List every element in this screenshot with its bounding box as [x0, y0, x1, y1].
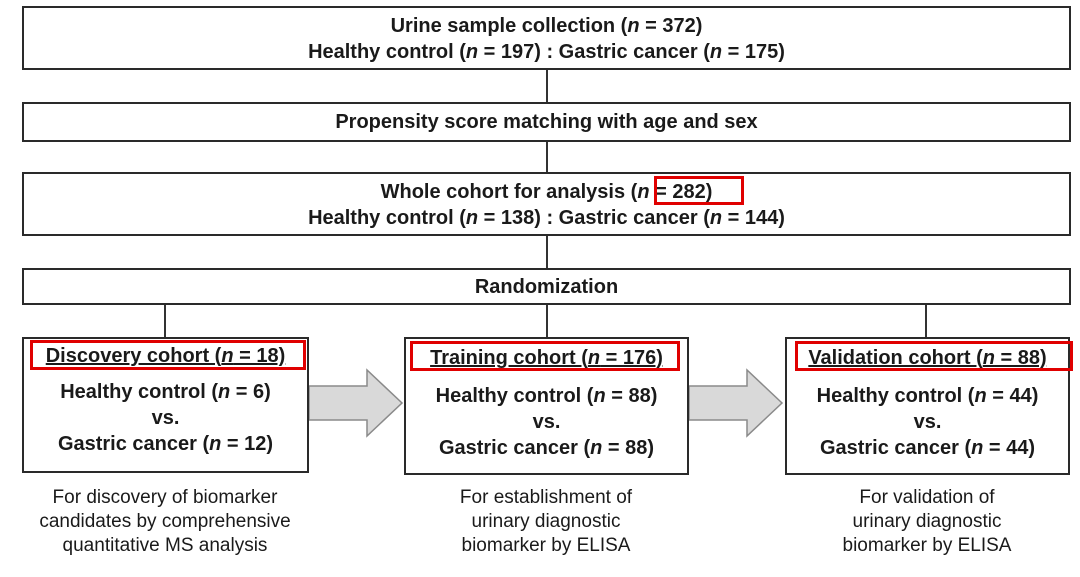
caption-line: For establishment of — [459, 487, 633, 508]
discovery-caption: For discovery of biomarker candidates by… — [2, 486, 328, 558]
validation-cohort-title: Validation cohort (n = 88) — [808, 347, 1047, 369]
randomization-text: Randomization — [474, 276, 619, 298]
caption-line: biomarker by ELISA — [842, 535, 1012, 556]
caption-line: urinary diagnostic — [852, 511, 1002, 532]
discovery-healthy-control: Healthy control (n = 6) — [60, 381, 271, 403]
discovery-cohort-box: Discovery cohort (n = 18) Healthy contro… — [22, 337, 309, 473]
connector-line — [925, 305, 927, 337]
training-cohort-box: Training cohort (n = 176) Healthy contro… — [404, 337, 689, 475]
discovery-gastric-cancer: Gastric cancer (n = 12) — [57, 433, 274, 455]
highlight-frame — [654, 176, 744, 205]
propensity-matching-text: Propensity score matching with age and s… — [335, 111, 758, 133]
training-vs: vs. — [532, 411, 561, 433]
connector-line — [546, 305, 548, 337]
highlight-frame — [795, 341, 1073, 371]
sample-collection-title: Urine sample collection (n = 372) — [390, 15, 703, 37]
caption-line: urinary diagnostic — [471, 511, 621, 532]
flow-arrow — [309, 368, 404, 438]
whole-cohort-box: Whole cohort for analysis (n = 282) Heal… — [22, 172, 1071, 236]
propensity-matching-box: Propensity score matching with age and s… — [22, 102, 1071, 142]
caption-line: For validation of — [859, 487, 995, 508]
training-gastric-cancer: Gastric cancer (n = 88) — [438, 437, 655, 459]
highlight-frame — [410, 341, 680, 371]
connector-line — [546, 142, 548, 172]
sample-collection-groups: Healthy control (n = 197) : Gastric canc… — [308, 41, 785, 63]
flow-arrow — [689, 368, 784, 438]
discovery-cohort-title: Discovery cohort (n = 18) — [45, 345, 286, 367]
validation-cohort-box: Validation cohort (n = 88) Healthy contr… — [785, 337, 1070, 475]
highlight-frame — [30, 340, 306, 370]
whole-cohort-title: Whole cohort for analysis (n = 282) — [380, 181, 713, 203]
discovery-vs: vs. — [151, 407, 180, 429]
validation-caption: For validation of urinary diagnostic bio… — [777, 486, 1077, 558]
connector-line — [546, 70, 548, 102]
caption-line: candidates by comprehensive — [39, 511, 291, 532]
sample-collection-box: Urine sample collection (n = 372) Health… — [22, 6, 1071, 70]
caption-line: For discovery of biomarker — [52, 487, 278, 508]
connector-line — [164, 305, 166, 337]
whole-cohort-groups: Healthy control (n = 138) : Gastric canc… — [308, 207, 785, 229]
training-caption: For establishment of urinary diagnostic … — [396, 486, 696, 558]
randomization-box: Randomization — [22, 268, 1071, 305]
training-healthy-control: Healthy control (n = 88) — [435, 385, 658, 407]
training-cohort-title: Training cohort (n = 176) — [430, 347, 663, 369]
caption-line: quantitative MS analysis — [62, 535, 268, 556]
connector-line — [546, 236, 548, 268]
caption-line: biomarker by ELISA — [461, 535, 631, 556]
validation-healthy-control: Healthy control (n = 44) — [816, 385, 1039, 407]
validation-gastric-cancer: Gastric cancer (n = 44) — [819, 437, 1036, 459]
validation-vs: vs. — [913, 411, 942, 433]
